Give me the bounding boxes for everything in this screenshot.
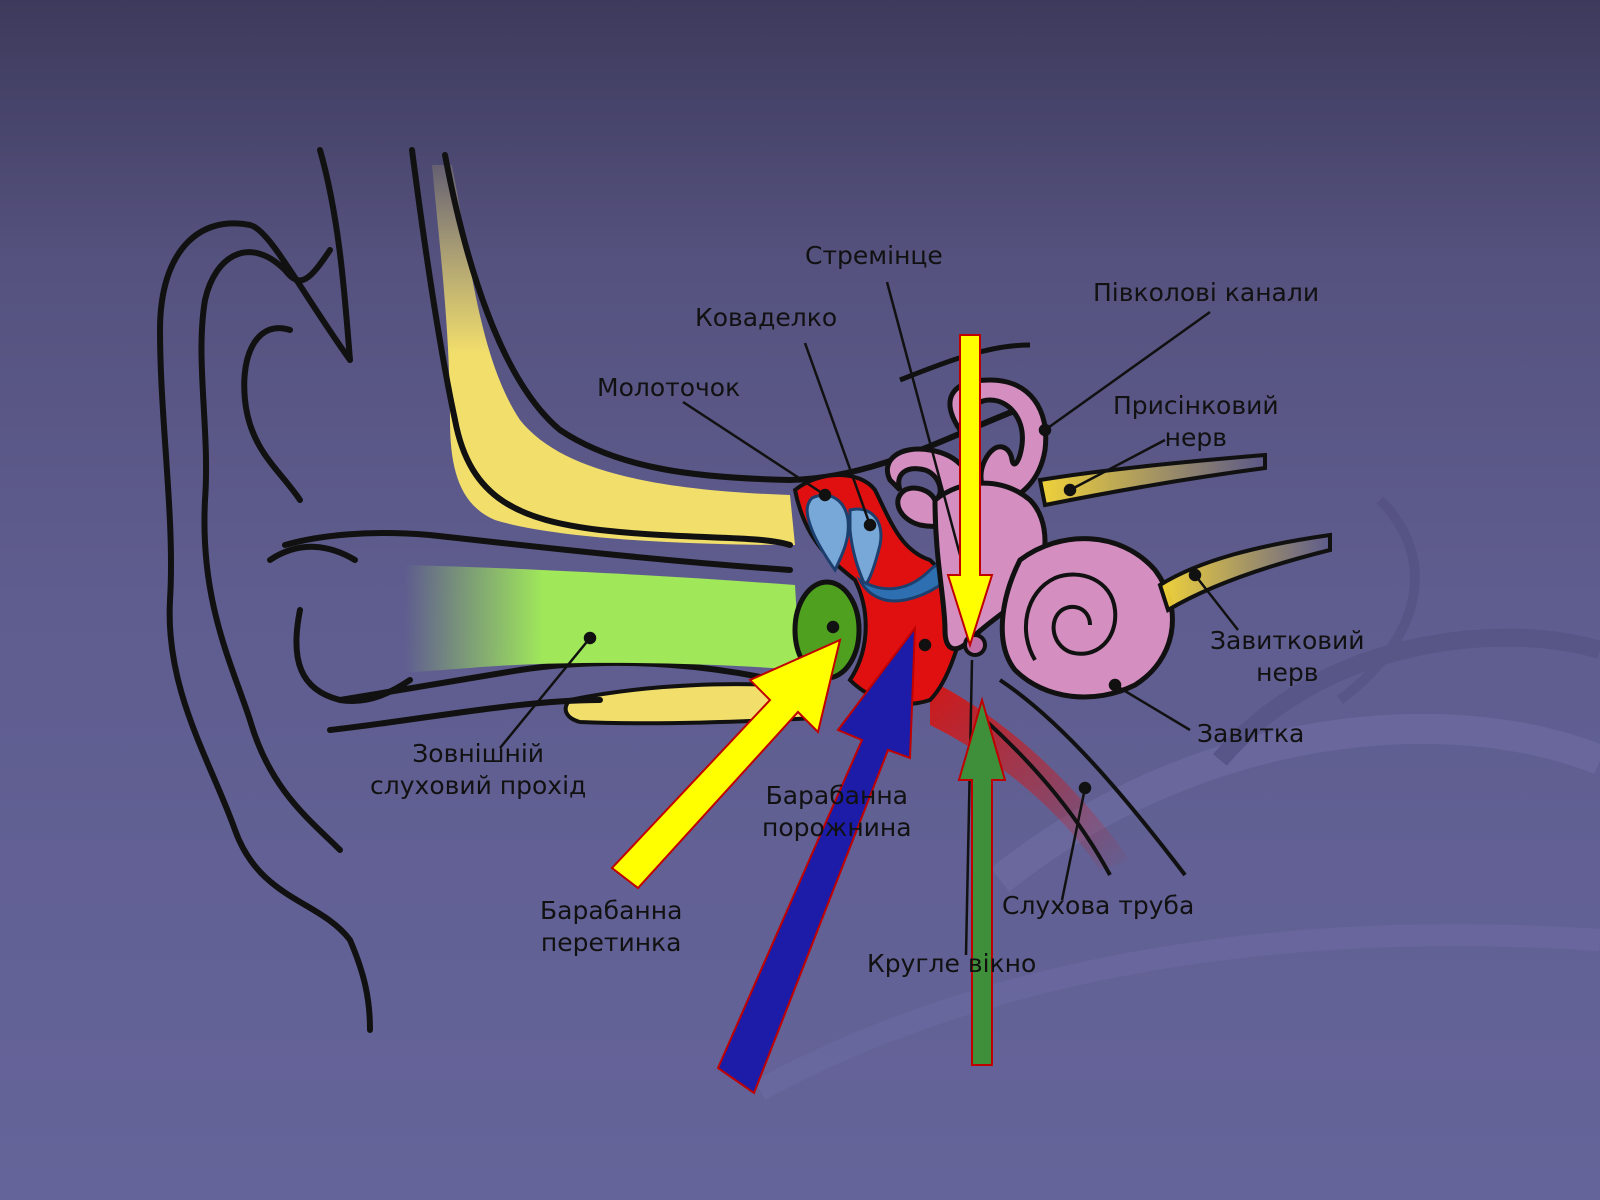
vestibular-nerve [1037, 452, 1267, 508]
label-cochlear-nerve-line2: нерв [1256, 658, 1319, 687]
leader-lines [499, 281, 1239, 956]
label-ear-canal-line1: Зовнішній [412, 739, 545, 768]
cochlear-nerve [1157, 532, 1332, 614]
label-eardrum-line2: перетинка [540, 928, 682, 957]
label-eustachian-tube: Слухова труба [1002, 890, 1194, 922]
label-ear-canal-line2: слуховий прохід [370, 771, 587, 800]
label-stapes-text: Стремінце [805, 241, 943, 270]
label-tympanic-cavity: Барабанна порожнина [762, 780, 912, 844]
label-round-window-text: Кругле вікно [867, 949, 1037, 978]
stapes-arrow [946, 334, 994, 649]
label-vestibular-nerve-line2: нерв [1164, 423, 1227, 452]
label-round-window: Кругле вікно [867, 948, 1036, 980]
label-vestibular-nerve: Присінковий нерв [1113, 390, 1279, 454]
label-tympanic-cavity-line1: Барабанна [765, 781, 908, 810]
cavity-arrow [716, 624, 917, 1095]
label-semicircular-canals-text: Півколові канали [1093, 278, 1320, 307]
label-incus: Коваделко [695, 302, 837, 334]
label-cochlea: Завитка [1197, 718, 1304, 750]
label-cochlear-nerve-line1: Завитковий [1210, 626, 1365, 655]
label-stapes: Стремінце [805, 240, 943, 272]
cochlea-spiral [1023, 572, 1118, 662]
label-eardrum-line1: Барабанна [540, 896, 683, 925]
label-malleus-text: Молоточок [597, 373, 741, 402]
label-cochlea-text: Завитка [1197, 719, 1305, 748]
label-malleus: Молоточок [597, 372, 740, 404]
label-semicircular-canals: Півколові канали [1093, 277, 1319, 309]
label-tympanic-cavity-line2: порожнина [762, 813, 912, 842]
temporal-bone-upper [432, 165, 795, 545]
label-incus-text: Коваделко [695, 303, 838, 332]
malleus [805, 493, 850, 573]
label-eardrum: Барабанна перетинка [540, 895, 682, 959]
eardrum-arrow [610, 638, 842, 890]
label-eustachian-tube-text: Слухова труба [1002, 891, 1195, 920]
round-window-arrow [957, 696, 1007, 1066]
label-ear-canal: Зовнішній слуховий прохід [370, 738, 586, 802]
label-vestibular-nerve-line1: Присінковий [1113, 391, 1279, 420]
auricle [157, 147, 413, 1033]
eustachian-tube-walls [983, 678, 1187, 877]
external-ear-canal [405, 565, 800, 672]
label-cochlear-nerve: Завитковий нерв [1210, 625, 1365, 689]
